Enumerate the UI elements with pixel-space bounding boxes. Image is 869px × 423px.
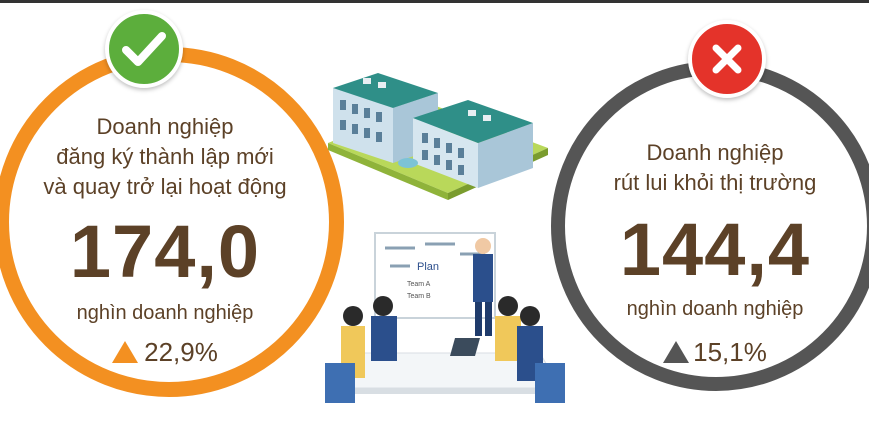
left-label-line2: đăng ký thành lập mới: [56, 144, 274, 169]
board-item-b: Team B: [407, 293, 431, 300]
right-label-line2: rút lui khỏi thị trường: [613, 170, 817, 195]
office-building-icon: [318, 38, 558, 218]
cross-icon: [688, 20, 766, 98]
right-label-line1: Doanh nghiệp: [646, 140, 784, 165]
board-item-a: Team A: [407, 281, 431, 288]
right-unit: nghìn doanh nghiệp: [626, 298, 804, 320]
right-stat-block: Doanh nghiệp rút lui khỏi thị trường 144…: [560, 138, 869, 368]
checkmark-icon: [105, 10, 183, 88]
top-border: [0, 0, 869, 3]
right-change: 15,1%: [560, 336, 869, 368]
up-triangle-icon: [663, 341, 690, 363]
business-meeting-icon: Plan Team A Team B: [325, 228, 570, 418]
left-label-line1: Doanh nghiệp: [96, 114, 234, 139]
board-word: Plan: [417, 261, 439, 273]
left-unit: nghìn doanh nghiệp: [76, 302, 254, 324]
left-label-line3: và quay trở lại hoạt động: [43, 174, 287, 199]
left-value: 174,0: [69, 210, 261, 293]
left-change: 22,9%: [0, 336, 330, 368]
left-change-value: 22,9%: [144, 337, 218, 367]
up-triangle-icon: [112, 341, 139, 363]
left-stat-block: Doanh nghiệp đăng ký thành lập mới và qu…: [0, 112, 330, 368]
right-value: 144,4: [619, 208, 811, 291]
right-change-value: 15,1%: [693, 337, 767, 367]
